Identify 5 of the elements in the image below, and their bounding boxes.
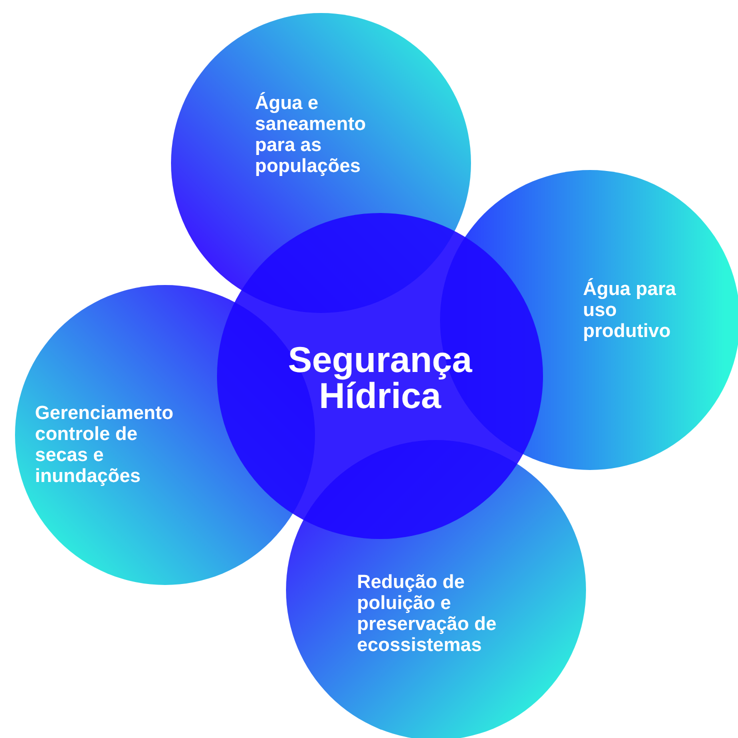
topic-label: Água e saneamento para as populações (255, 93, 367, 177)
topic-label: Água para uso produtivo (583, 279, 677, 342)
title-text: Segurança Hídrica (286, 342, 474, 414)
topic-label: Redução de poluição e preservação de ecossistemas (357, 572, 498, 656)
topic-label: Gerenciamento controle de secas e inundações (35, 403, 174, 487)
